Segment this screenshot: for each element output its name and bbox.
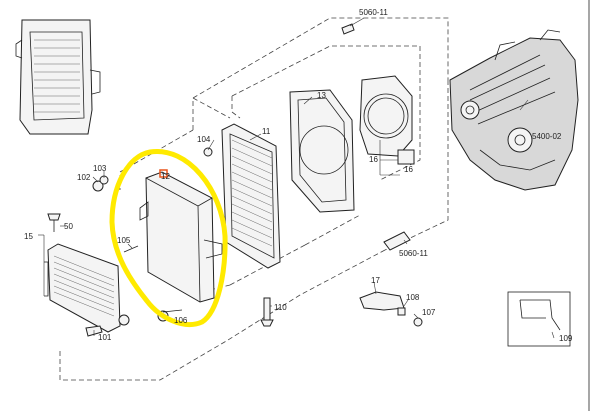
label-104: 104 <box>197 135 211 144</box>
label-5060-11-top: 5060-11 <box>359 8 388 17</box>
clamp-100 <box>118 314 130 326</box>
screw-105 <box>123 245 139 253</box>
fan-shroud <box>289 89 355 213</box>
label-103: 103 <box>93 164 107 173</box>
fan-ring <box>359 75 415 165</box>
clip-109 <box>507 291 571 347</box>
label-107: 107 <box>422 308 436 317</box>
label-50: 50 <box>64 222 73 231</box>
fitting-104 <box>203 147 213 157</box>
label-102: 102 <box>77 173 91 182</box>
label-106: 106 <box>174 316 188 325</box>
leader-lines <box>38 17 555 339</box>
washer-108 <box>397 307 406 316</box>
fitting-102 <box>92 180 104 192</box>
label-12: 12 <box>161 172 170 181</box>
screw-50 <box>47 213 61 232</box>
label-101: 101 <box>98 333 112 342</box>
hose-5060-11 <box>383 231 411 251</box>
intercooler <box>139 171 223 303</box>
label-109: 109 <box>559 334 573 343</box>
pipe-top <box>341 23 355 35</box>
bolt-110 <box>260 297 274 327</box>
highlight-ellipse <box>109 149 228 328</box>
marker-square <box>159 169 168 178</box>
assembly-outline <box>192 17 449 130</box>
label-105: 105 <box>117 236 131 245</box>
label-5400-02: 5400-02 <box>532 132 562 141</box>
label-5060-11-mid: 5060-11 <box>399 249 428 258</box>
bracket-17 <box>359 291 405 311</box>
label-11: 11 <box>262 127 271 136</box>
engine-illustration <box>449 29 579 191</box>
label-15: 15 <box>24 232 33 241</box>
label-110: 110 <box>274 303 287 312</box>
condenser <box>44 243 121 333</box>
module-top-left <box>15 19 101 135</box>
label-16a: 16 <box>369 155 378 164</box>
label-17: 17 <box>371 276 380 285</box>
label-108: 108 <box>406 293 420 302</box>
label-13: 13 <box>317 91 326 100</box>
radiator-core <box>221 123 281 269</box>
label-16b: 16 <box>404 165 413 174</box>
washer-107 <box>413 317 423 327</box>
